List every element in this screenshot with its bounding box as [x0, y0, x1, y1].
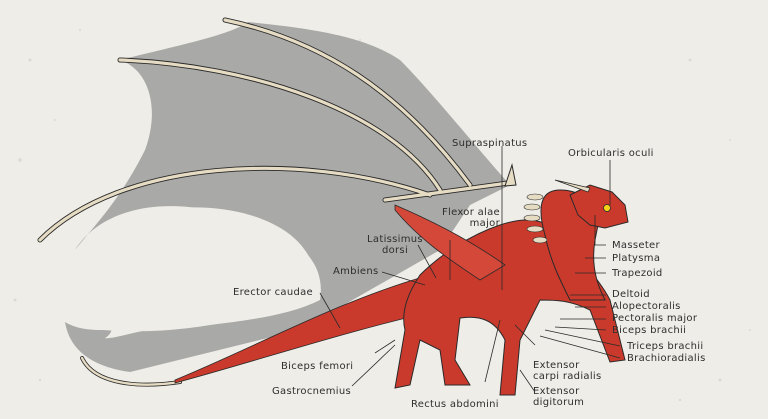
paper-texture	[13, 29, 751, 402]
label-deltoid: Deltoid	[612, 289, 650, 300]
label-trapezoid: Trapezoid	[612, 268, 663, 279]
eye	[603, 204, 611, 212]
label-triceps-brachii: Triceps brachii	[627, 341, 704, 352]
label-pectoralis-major: Pectoralis major	[612, 313, 698, 324]
label-gastrocnemius: Gastrocnemius	[272, 386, 351, 397]
label-flexor-alae-major-line2: major	[469, 218, 500, 229]
leader-lines	[319, 146, 621, 393]
label-ambiens: Ambiens	[333, 266, 379, 277]
label-extensor-digitorum-line1: Extensor	[533, 386, 580, 397]
label-biceps-brachii: Biceps brachii	[612, 325, 687, 336]
label-supraspinatus: Supraspinatus	[452, 138, 528, 149]
label-platysma: Platysma	[612, 253, 661, 264]
label-latissimus-dorsi-line1: Latissimus	[367, 234, 423, 245]
label-extensor-carpi-radialis-line1: Extensor	[533, 360, 580, 371]
label-extensor-digitorum-line2: digitorum	[533, 397, 585, 408]
label-brachioradialis: Brachioradialis	[627, 353, 706, 364]
label-masseter: Masseter	[612, 240, 660, 251]
wing-cutout	[66, 207, 319, 339]
label-latissimus-dorsi-line2: dorsi	[381, 245, 409, 256]
label-extensor-carpi-radialis-line2: carpi radialis	[533, 371, 602, 382]
label-biceps-femori: Biceps femori	[281, 361, 354, 372]
label-erector-caudae: Erector caudae	[233, 287, 313, 298]
wing-claw	[504, 163, 517, 187]
label-orbicularis-oculi: Orbicularis oculi	[568, 148, 654, 159]
head	[569, 184, 629, 229]
horn	[554, 179, 591, 193]
label-rectus-abdomini: Rectus abdomini	[411, 399, 499, 410]
label-flexor-alae-major-line1: Flexor alae	[441, 207, 500, 218]
dorsal-spines	[523, 193, 548, 244]
label-alopectoralis: Alopectoralis	[612, 301, 681, 312]
